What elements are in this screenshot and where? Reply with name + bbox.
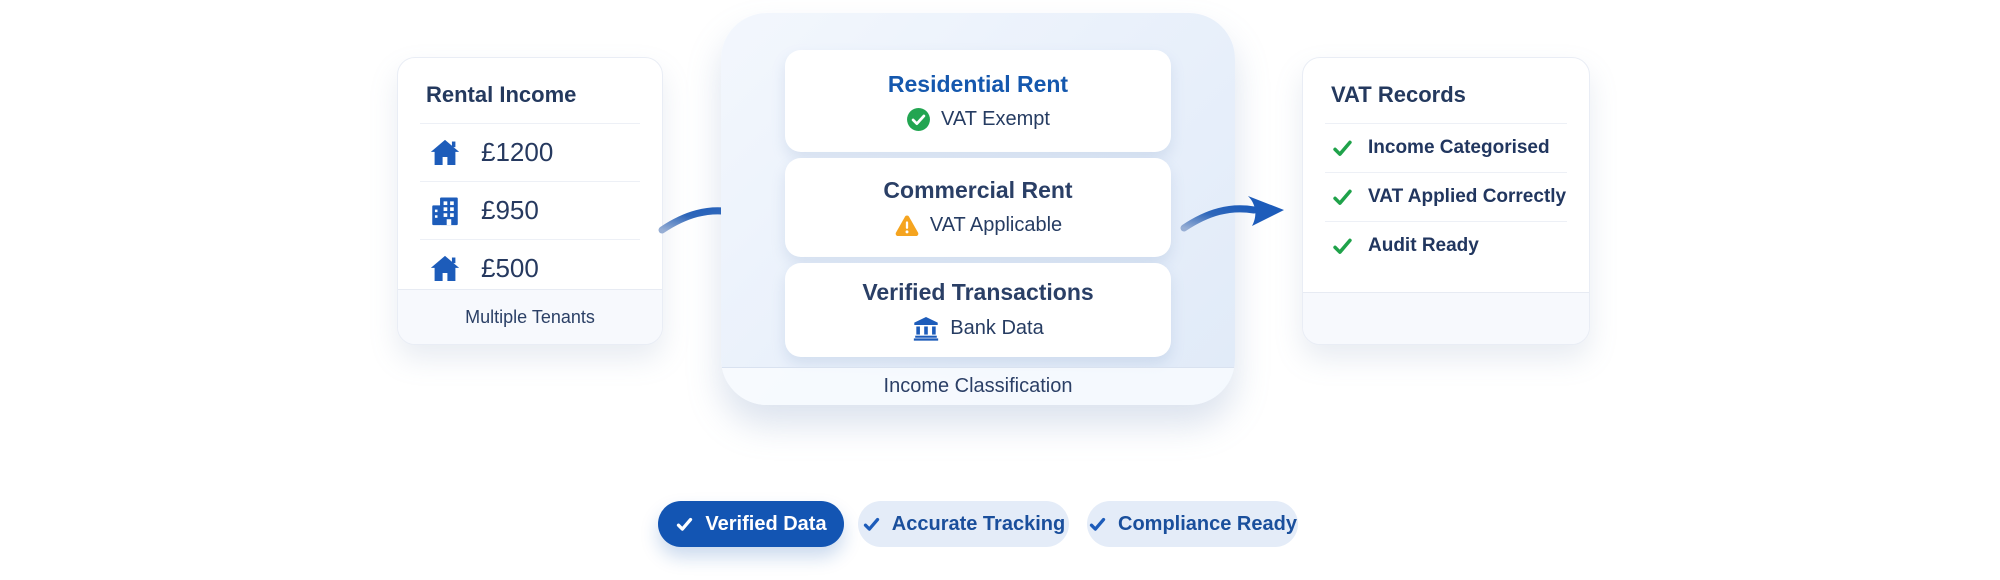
verified-transactions-card: Verified Transactions Bank Data: [785, 263, 1171, 357]
vat-record-label: VAT Applied Correctly: [1368, 186, 1567, 207]
income-row-1: £1200: [398, 124, 662, 181]
rental-income-footer: Multiple Tenants: [398, 289, 662, 344]
badge-label: Verified Data: [705, 512, 827, 535]
commercial-rent-card: Commercial Rent VAT Applicable: [785, 158, 1171, 257]
status-label: Bank Data: [950, 316, 1044, 339]
vat-records-title: VAT Records: [1331, 82, 1466, 107]
check-icon: [1333, 140, 1352, 156]
check-icon: [1333, 189, 1352, 205]
divider: [1325, 221, 1567, 222]
compliance-ready-badge: Compliance Ready: [1087, 501, 1298, 547]
income-amount: £950: [481, 195, 539, 225]
residential-rent-title: Residential Rent: [887, 70, 1069, 97]
vat-records-card: VAT Records Income Categorised VAT Appli…: [1302, 57, 1590, 345]
status-label: VAT Applicable: [929, 214, 1063, 236]
income-row-3: £500: [398, 240, 662, 297]
house-icon: [430, 255, 460, 281]
check-circle-icon: [907, 107, 930, 131]
multiple-tenants-label: Multiple Tenants: [465, 306, 595, 327]
vat-record-row-1: Income Categorised: [1303, 124, 1589, 172]
classification-cards: Residential Rent VAT Exempt Commercial R…: [785, 50, 1171, 357]
vat-record-row-2: VAT Applied Correctly: [1303, 173, 1589, 221]
status-label: VAT Exempt: [941, 107, 1050, 130]
income-classification-footer: Income Classification: [721, 367, 1235, 405]
building-icon: [432, 197, 458, 225]
divider: [420, 181, 640, 182]
verified-transactions-title: Verified Transactions: [862, 278, 1094, 305]
check-icon: [863, 517, 879, 531]
vat-applicable-status: VAT Applicable: [894, 213, 1062, 238]
bank-icon: [914, 316, 939, 341]
vat-record-label: Income Categorised: [1368, 137, 1550, 158]
commercial-rent-title: Commercial Rent: [883, 177, 1073, 203]
warning-triangle-icon: [895, 215, 919, 237]
flow-arrow-right: [1180, 196, 1284, 232]
accurate-tracking-badge: Accurate Tracking: [858, 501, 1069, 547]
divider: [1325, 123, 1567, 124]
income-classification-panel: Residential Rent VAT Exempt Commercial R…: [721, 13, 1235, 405]
badge-label: Accurate Tracking: [891, 512, 1066, 535]
divider: [420, 239, 640, 240]
vat-records-footer: [1303, 292, 1589, 344]
rental-income-title: Rental Income: [426, 82, 577, 107]
check-icon: [1089, 517, 1106, 531]
income-row-2: £950: [398, 182, 662, 239]
badge-label: Compliance Ready: [1118, 512, 1297, 535]
rental-income-card: Rental Income £1200: [397, 57, 663, 345]
bank-data-status: Bank Data: [912, 315, 1044, 342]
income-amount: £500: [481, 253, 539, 283]
house-icon: [430, 139, 460, 165]
vat-record-row-3: Audit Ready: [1303, 222, 1589, 270]
divider: [1325, 172, 1567, 173]
verified-data-badge: Verified Data: [658, 501, 844, 547]
income-classification-label: Income Classification: [883, 375, 1073, 397]
income-amount: £1200: [481, 137, 554, 167]
vat-exempt-status: VAT Exempt: [906, 107, 1050, 132]
check-icon: [677, 517, 693, 531]
vat-record-label: Audit Ready: [1368, 235, 1479, 256]
check-icon: [1333, 238, 1352, 254]
divider: [420, 123, 640, 124]
residential-rent-card: Residential Rent VAT Exempt: [785, 50, 1171, 152]
